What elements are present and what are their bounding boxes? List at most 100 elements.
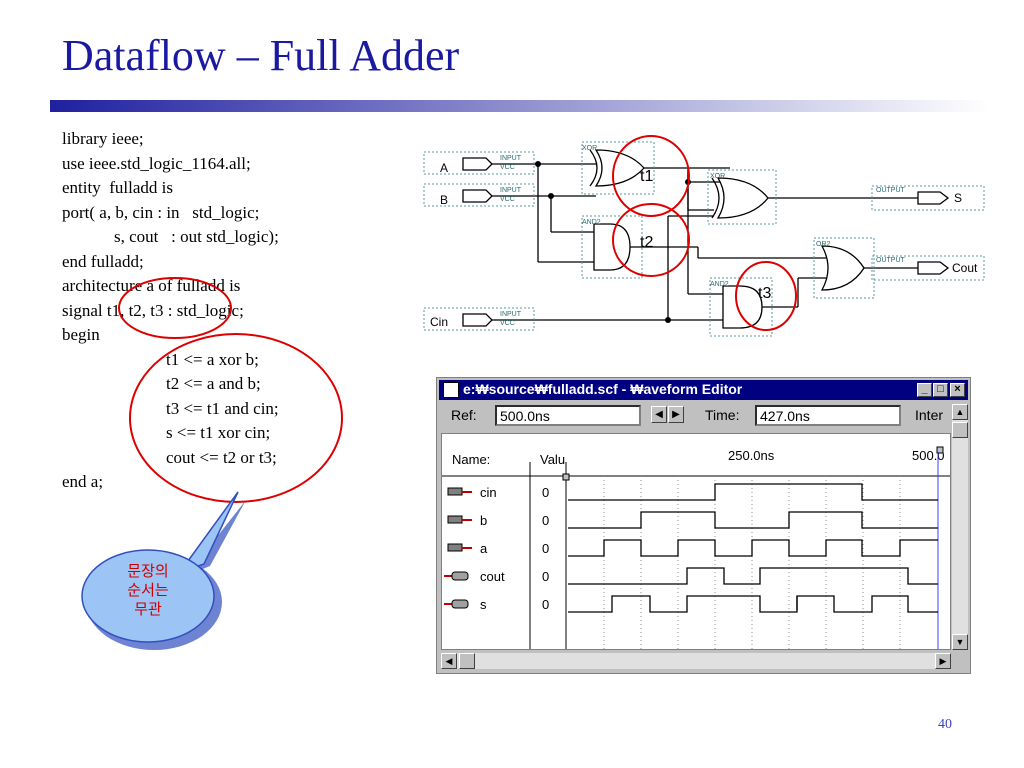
window-titlebar[interactable]: e:₩source₩fulladd.scf - ₩aveform Editor … [439, 380, 968, 400]
gate-or-label: OR2 [816, 241, 831, 248]
signal-name: cin [480, 485, 497, 500]
code-line: architecture a of fulladd is [62, 276, 241, 295]
output-pin-icon [451, 599, 469, 609]
code-line: begin [62, 325, 100, 344]
gate-and-label: AND2 [582, 219, 601, 226]
scroll-left-button[interactable]: ◀ [441, 653, 457, 669]
port-input-label: INPUT [500, 155, 522, 162]
code-line: port( a, b, cin : in std_logic; [62, 202, 260, 222]
signal-value: 0 [542, 597, 549, 612]
scroll-down-button[interactable]: ▼ [952, 634, 968, 650]
code-line: s <= t1 xor cin; [166, 423, 271, 442]
input-b-label: B [440, 193, 448, 207]
t3-highlight-circle [735, 261, 797, 331]
output-pin-icon [451, 571, 469, 581]
output-cout-label: Cout [952, 261, 978, 275]
waveform-toolbar: Ref: 500.0ns ◀ ▶ Time: 427.0ns Inter [439, 402, 968, 430]
close-button[interactable]: × [950, 383, 965, 397]
port-input-label: INPUT [500, 311, 522, 318]
code-line: entity fulladd is [62, 178, 173, 197]
bubble-line: 순서는 [127, 581, 169, 599]
time-label: Time: [705, 407, 740, 423]
signal-row-b[interactable]: b 0 [447, 513, 549, 528]
signal-t3-label: t3 [758, 285, 771, 302]
scroll-right-button[interactable]: ▶ [935, 653, 951, 669]
port-output-label: OUTPUT [876, 257, 906, 264]
a-waveform [568, 539, 938, 557]
signal-row-cout[interactable]: cout 0 [444, 569, 549, 584]
page-number: 40 [938, 717, 952, 732]
title-underline [50, 100, 990, 112]
cursor-time-field[interactable]: 427.0ns [755, 405, 901, 426]
code-line: s, cout : out std_logic); [114, 227, 279, 246]
window-title: e:₩source₩fulladd.scf - ₩aveform Editor [463, 381, 743, 397]
name-column-header: Name: [452, 452, 490, 467]
cout-waveform [568, 567, 938, 585]
signal-name: s [480, 597, 487, 612]
code-line: t3 <= t1 and cin; [166, 398, 279, 418]
output-s-label: S [954, 191, 962, 205]
cin-waveform [568, 483, 938, 501]
scf-file-icon [443, 382, 459, 398]
code-line: end a; [62, 472, 104, 491]
scroll-up-button[interactable]: ▲ [952, 404, 968, 420]
next-transition-button[interactable]: ▶ [668, 406, 684, 423]
port-vcc-label: VCC [500, 320, 515, 327]
input-cin-label: Cin [430, 315, 448, 329]
interval-label: Inter [915, 407, 944, 423]
full-adder-schematic: A B Cin S Cout INPUT VCC INPUT VCC INPUT… [423, 135, 985, 337]
scroll-thumb[interactable] [459, 653, 475, 669]
signal-row-a[interactable]: a 0 [447, 541, 549, 556]
code-line: end fulladd; [62, 251, 144, 271]
gate-and-label: AND2 [710, 281, 729, 288]
gate-xor-label: XOR [710, 173, 725, 180]
code-line: t1 <= a xor b; [166, 349, 259, 369]
prev-transition-button[interactable]: ◀ [651, 406, 667, 423]
input-pin-icon [447, 515, 463, 524]
horizontal-scrollbar[interactable]: ◀ ▶ [441, 653, 951, 669]
code-line: t2 <= a and b; [166, 374, 261, 393]
value-column-header: Valu [540, 452, 565, 467]
signal-t2-label: t2 [640, 234, 653, 251]
bubble-line: 문장의 [127, 562, 169, 580]
code-line: use ieee.std_logic_1164.all; [62, 153, 251, 173]
s-waveform [568, 595, 938, 613]
slide-title: Dataflow – Full Adder [62, 31, 460, 80]
code-line: cout <= t2 or t3; [166, 447, 277, 467]
signal-row-s[interactable]: s 0 [444, 597, 549, 612]
signal-name: a [480, 541, 488, 556]
ref-label: Ref: [451, 407, 477, 423]
signal-value: 0 [542, 569, 549, 584]
waveform-area[interactable]: Name: Valu 250.0ns 500.0 [441, 433, 951, 650]
code-line: signal t1, t2, t3 : std_logic; [62, 300, 244, 320]
input-pin-icon [447, 543, 463, 552]
signal-name: cout [480, 569, 505, 584]
signal-name: b [480, 513, 487, 528]
signal-row-cin[interactable]: cin 0 [447, 485, 549, 500]
t1-highlight-circle [612, 135, 690, 217]
speech-bubble-text: 문장의 순서는 무관 [100, 562, 196, 619]
port-vcc-label: VCC [500, 196, 515, 203]
scroll-thumb[interactable] [952, 422, 968, 438]
bubble-line: 무관 [134, 600, 162, 618]
signal-value: 0 [542, 513, 549, 528]
input-pin-icon [447, 487, 463, 496]
time-marker-500: 500.0 [912, 448, 945, 463]
port-vcc-label: VCC [500, 164, 515, 171]
gate-xor-label: XOR [582, 145, 597, 152]
port-input-label: INPUT [500, 187, 522, 194]
vertical-scrollbar[interactable]: ▲ ▼ [952, 404, 968, 650]
signal-t1-label: t1 [640, 168, 653, 185]
ref-time-field[interactable]: 500.0ns [495, 405, 641, 426]
minimize-button[interactable]: _ [917, 383, 932, 397]
waveform-editor-window: e:₩source₩fulladd.scf - ₩aveform Editor … [436, 377, 971, 674]
time-marker-250: 250.0ns [728, 448, 775, 463]
signal-value: 0 [542, 541, 549, 556]
b-waveform [568, 511, 938, 529]
maximize-button[interactable]: □ [933, 383, 948, 397]
t2-highlight-circle [612, 203, 690, 277]
port-output-label: OUTPUT [876, 187, 906, 194]
input-a-label: A [440, 161, 448, 175]
signal-value: 0 [542, 485, 549, 500]
code-line: library ieee; [62, 129, 144, 148]
